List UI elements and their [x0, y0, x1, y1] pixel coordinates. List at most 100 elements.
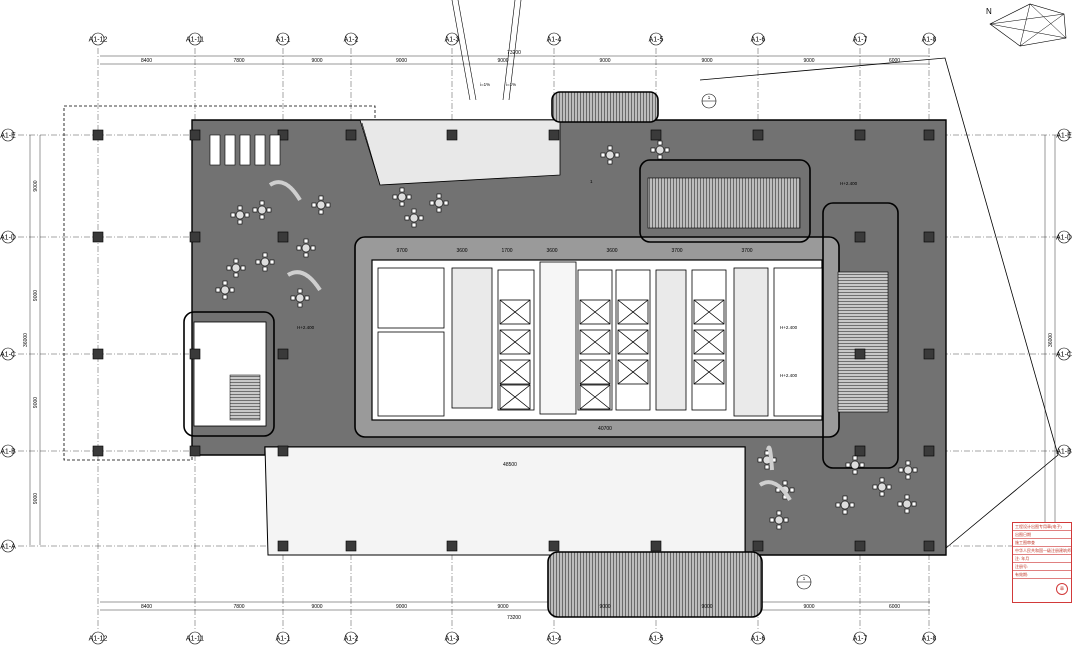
- table: [850, 460, 860, 470]
- grid-bubble-bottom: [649, 631, 663, 645]
- grid-bubble-left: [1, 444, 15, 458]
- dim-top: 9000: [701, 58, 712, 64]
- chair: [769, 517, 775, 523]
- stair-right-escalator: [822, 202, 899, 469]
- elevator-cross: [579, 329, 611, 355]
- table: [257, 205, 267, 215]
- chair: [429, 200, 435, 206]
- chair: [222, 294, 228, 300]
- chair: [607, 145, 613, 151]
- core-dim: 9700: [396, 248, 407, 254]
- elevator-cross: [579, 384, 611, 410]
- grid-bubble-left: [1, 128, 15, 142]
- stamp-row: 注: 年月: [1013, 555, 1071, 563]
- chair: [614, 152, 620, 158]
- grid-bubble-left-label: A1-A: [0, 543, 16, 550]
- grid-bubble-top: [649, 32, 663, 46]
- level-note-3: H+2.400: [780, 373, 798, 378]
- chair: [897, 501, 903, 507]
- grid-bubble-top-label: A1-12: [89, 36, 108, 43]
- core-room: [377, 331, 445, 417]
- structural-columns: [92, 129, 935, 552]
- long-table: [269, 134, 281, 166]
- core-dim: 3600: [606, 248, 617, 254]
- chair: [406, 194, 412, 200]
- dim-top: 9000: [599, 58, 610, 64]
- table: [902, 499, 912, 509]
- column: [923, 445, 935, 457]
- table: [235, 210, 245, 220]
- grid-bubble-right: [1057, 347, 1071, 361]
- table: [877, 482, 887, 492]
- stamp-seal: 章: [1056, 583, 1068, 595]
- elevator-cross: [693, 359, 725, 385]
- chair: [233, 258, 239, 264]
- column: [277, 231, 289, 243]
- chair: [252, 207, 258, 213]
- chair: [399, 201, 405, 207]
- dim-bottom-total: 73200: [507, 615, 521, 621]
- grid-bubble-top: [276, 32, 290, 46]
- canopy-outline: [699, 57, 1059, 549]
- grid-bubble-bottom-label: A1-2: [344, 635, 359, 642]
- section-markers: 1 1 1: [590, 93, 812, 590]
- chair: [325, 202, 331, 208]
- stamp-row: 有效期:: [1013, 571, 1071, 579]
- stair-left: [183, 311, 275, 437]
- column: [189, 231, 201, 243]
- chair: [879, 491, 885, 497]
- chair: [776, 524, 782, 530]
- core-total-dim: 40700: [598, 426, 612, 432]
- chair: [842, 495, 848, 501]
- table: [301, 243, 311, 253]
- stamp-row: 中华人民共和国一级注册建筑师: [1013, 548, 1071, 555]
- grid-bubble-top-label: A1-6: [751, 36, 766, 43]
- sofa: [268, 180, 302, 202]
- column: [446, 129, 458, 141]
- dim-left: 9000: [33, 180, 39, 191]
- level-note-2: H+2.400: [780, 325, 798, 330]
- sofa: [766, 445, 774, 471]
- chair: [318, 209, 324, 215]
- grid-bubble-bottom: [276, 631, 290, 645]
- chair: [600, 152, 606, 158]
- slope-label-1: i=1%: [480, 82, 490, 87]
- grid-bubble-top: [344, 32, 358, 46]
- core-room: [733, 267, 769, 417]
- core-room: [655, 269, 687, 411]
- stamp-row: 工程设计出图专用章(电子): [1013, 523, 1071, 531]
- grid-bubble-left: [1, 230, 15, 244]
- dimension-lines: [29, 55, 1056, 611]
- column: [923, 348, 935, 360]
- column: [446, 540, 458, 552]
- stair-south: [547, 551, 763, 618]
- elevator-cross: [617, 299, 649, 325]
- dim-right-total: 36000: [1048, 333, 1054, 347]
- chair: [436, 207, 442, 213]
- long-table: [239, 134, 251, 166]
- chair: [411, 222, 417, 228]
- chair: [607, 159, 613, 165]
- dim-top: 9000: [396, 58, 407, 64]
- chair: [259, 200, 265, 206]
- grid-bubble-right-label: A1-E: [1056, 132, 1072, 139]
- grid-bubble-bottom-label: A1-8: [922, 635, 937, 642]
- column: [752, 540, 764, 552]
- chair: [303, 252, 309, 258]
- column: [548, 129, 560, 141]
- grid-bubble-bottom: [91, 631, 105, 645]
- north-arrow: N: [986, 3, 1067, 47]
- furniture: [209, 134, 918, 530]
- grid-bubble-left-label: A1-C: [0, 351, 16, 358]
- chair: [226, 265, 232, 271]
- chair: [650, 147, 656, 153]
- elevator-cross: [579, 299, 611, 325]
- grid-bubble-top: [853, 32, 867, 46]
- level-note-4: H+2.400: [840, 181, 858, 186]
- column: [92, 445, 104, 457]
- grid-bubble-right: [1057, 230, 1071, 244]
